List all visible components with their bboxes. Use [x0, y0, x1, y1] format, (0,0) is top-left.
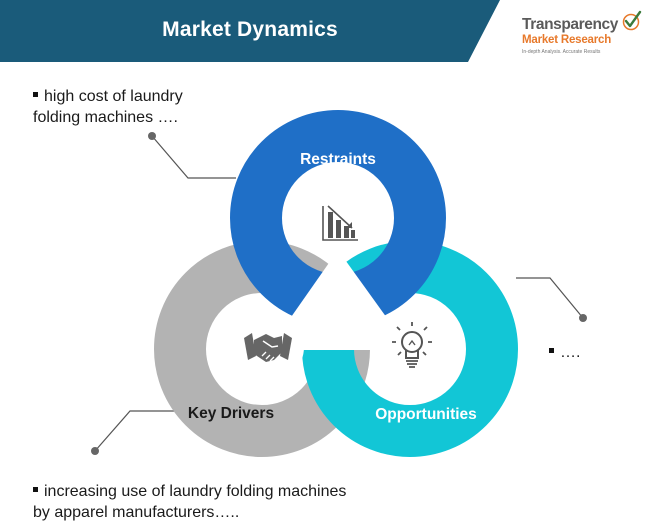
opportunities-icon-disc [376, 311, 448, 383]
restraints-note: high cost of laundry folding machines …. [33, 86, 233, 128]
center-triangle [268, 250, 410, 350]
checkmark-icon [622, 10, 642, 31]
connector-drivers [91, 410, 178, 455]
header-band [0, 0, 500, 62]
drivers-note-text: increasing use of laundry folding machin… [33, 483, 347, 521]
company-logo: Transparency Market Research In-depth An… [522, 8, 644, 58]
connector-restraints [148, 132, 236, 179]
logo-name-line2: Market Research [522, 34, 612, 46]
logo-tagline: In-depth Analysis. Accurate Results [522, 49, 601, 55]
restraints-note-text: high cost of laundry folding machines …. [33, 88, 183, 126]
opportunities-note: …. [549, 342, 609, 363]
opportunities-note-text: …. [560, 344, 581, 361]
restraints-label: Restraints [300, 151, 376, 168]
opportunities-label: Opportunities [375, 406, 477, 423]
page-title: Market Dynamics [162, 18, 338, 41]
connector-opportunities [516, 277, 587, 322]
logo-name-line1: Transparency [522, 16, 619, 33]
drivers-label: Key Drivers [188, 405, 274, 422]
bullet-marker [549, 348, 554, 354]
handshake-icon [244, 333, 292, 362]
bullet-marker [33, 92, 38, 98]
declining-bar-chart-icon [322, 205, 358, 241]
drivers-note: increasing use of laundry folding machin… [33, 481, 363, 523]
lightbulb-icon [392, 322, 432, 368]
bullet-marker [33, 487, 38, 493]
